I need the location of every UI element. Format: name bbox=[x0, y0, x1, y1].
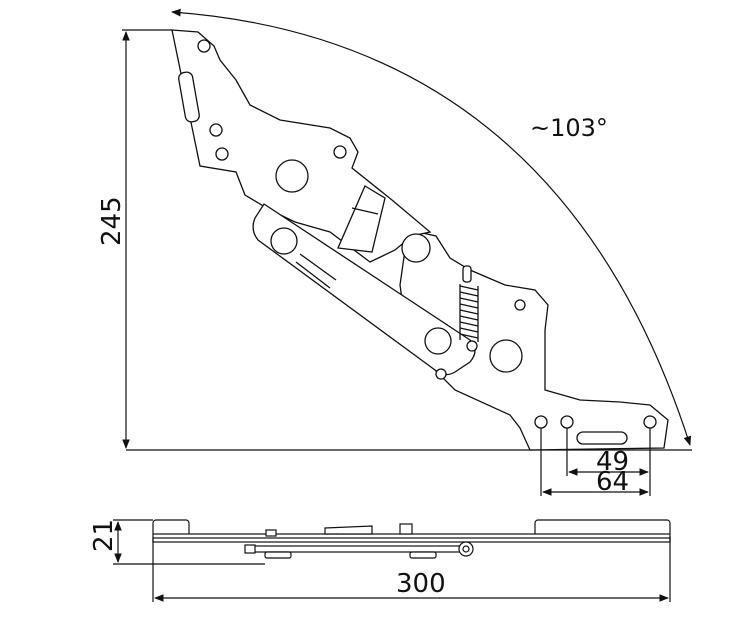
spacing-49-label: 49 bbox=[596, 447, 629, 477]
base-hole bbox=[534, 415, 548, 429]
length-dimension bbox=[152, 536, 671, 602]
bottom-plate-hole bbox=[514, 299, 526, 311]
angle-dimension bbox=[171, 8, 692, 446]
base-hole bbox=[560, 415, 574, 429]
hole-spacing-dimensions bbox=[540, 428, 651, 496]
height-label: 245 bbox=[97, 196, 127, 246]
bottom-plate-hole-large bbox=[489, 339, 523, 373]
side-pin bbox=[399, 523, 413, 535]
side-pin bbox=[265, 529, 277, 537]
thickness-dimension bbox=[113, 519, 265, 565]
side-bar bbox=[249, 545, 461, 553]
angle-label: ~103° bbox=[530, 114, 608, 142]
hinge-mechanism-elevation bbox=[126, 29, 692, 451]
height-dimension bbox=[122, 29, 172, 449]
top-arm-hole bbox=[197, 39, 211, 53]
length-label: 300 bbox=[396, 569, 446, 599]
base-hole bbox=[643, 415, 657, 429]
roller-lower bbox=[424, 327, 452, 355]
spacing-64-label: 64 bbox=[596, 467, 629, 497]
top-arm-hole bbox=[209, 123, 223, 137]
hinge-side-view bbox=[152, 519, 671, 559]
top-arm-hole bbox=[333, 145, 347, 159]
side-spring-eye bbox=[462, 545, 470, 553]
thickness-label: 21 bbox=[89, 519, 119, 552]
base-slot bbox=[576, 431, 628, 445]
top-arm-hole bbox=[215, 147, 229, 161]
top-arm-pivot bbox=[275, 159, 309, 193]
side-plate-lower bbox=[152, 537, 671, 543]
bottom-plate-pivot bbox=[401, 233, 431, 263]
side-roller bbox=[264, 551, 292, 559]
side-roller bbox=[409, 551, 437, 559]
bottom-plate-hole bbox=[435, 368, 447, 380]
side-bar-end bbox=[244, 544, 256, 554]
roller-upper bbox=[270, 227, 298, 255]
side-link bbox=[324, 525, 373, 535]
top-arm bbox=[171, 29, 432, 263]
